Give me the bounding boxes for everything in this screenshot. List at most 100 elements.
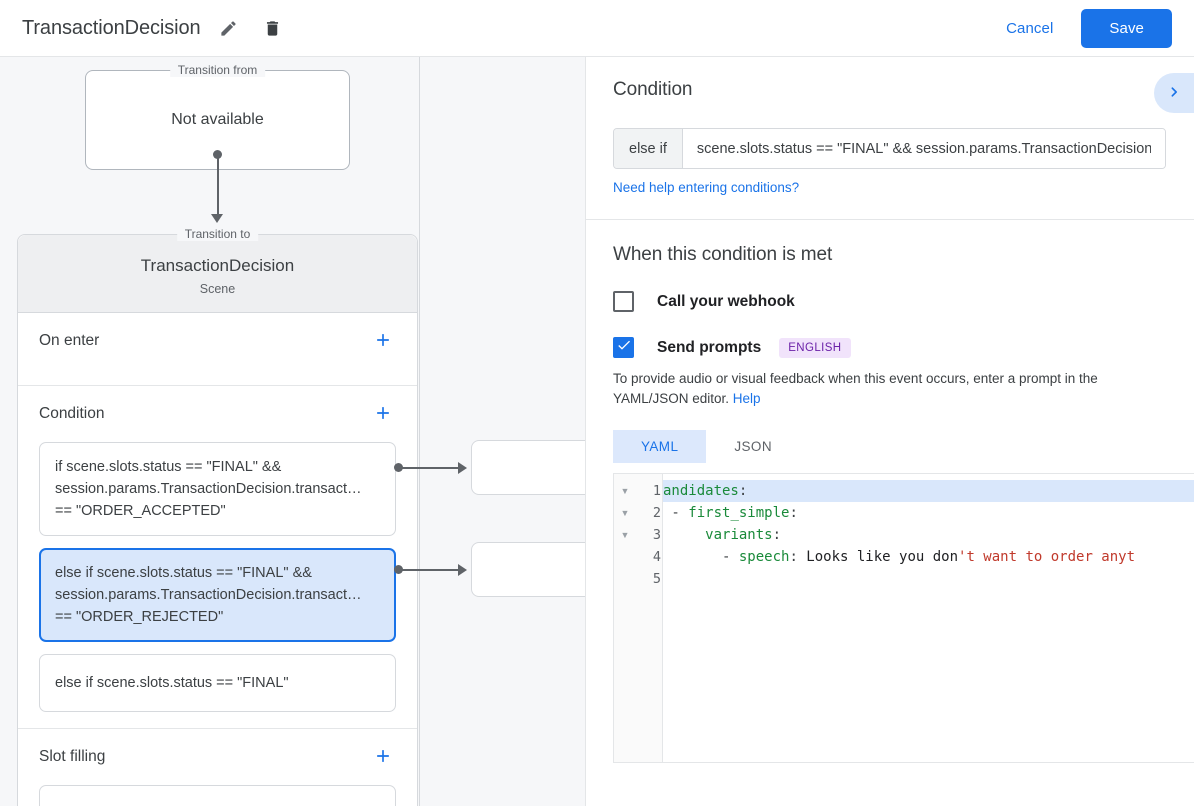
graph-rail-line [419,57,420,806]
code-token: : [789,549,807,565]
add-on-enter-button[interactable] [370,328,396,354]
code-line: - first_simple: [663,502,1194,524]
code-editor[interactable]: ▼ ▼ ▼ 1 2 3 4 5 andidates: - first_simpl… [613,473,1194,763]
when-condition-met-section: When this condition is met Call your web… [586,220,1194,763]
connector-line-condition-2 [398,568,460,571]
collapse-panel-button[interactable] [1154,73,1194,113]
code-token: : [738,483,748,499]
checkmark-icon [616,337,632,358]
code-token: speech [738,549,790,565]
condition-prefix-label: else if [614,129,683,168]
send-prompts-label: Send prompts [657,338,762,356]
page-title: TransactionDecision [22,16,201,39]
section-title-slot-filling: Slot filling [39,748,106,765]
code-token [663,527,705,543]
plus-icon [373,746,393,769]
transition-to-header[interactable]: Transition to TransactionDecision Scene [18,227,417,313]
line-number: 2 [652,505,661,521]
prompt-editor-hint-text: To provide audio or visual feedback when… [613,371,1098,406]
transition-to-legend: Transition to [176,227,259,241]
slot-validation-chip[interactable]: Slot validation [39,785,396,806]
section-header-on-enter: On enter [39,313,396,369]
graph-canvas: Transition from Not available Transition… [0,57,585,806]
pencil-icon [219,19,238,38]
line-number: 3 [652,527,661,543]
code-token: first_simple [688,505,790,521]
code-token: : [789,505,798,521]
target-card-condition-1[interactable] [471,440,585,495]
send-prompts-row[interactable]: Send prompts ENGLISH [613,337,1167,358]
need-help-conditions-link[interactable]: Need help entering conditions? [613,180,800,195]
trash-icon [263,19,282,38]
editor-code-area[interactable]: andidates: - first_simple: variants: - s… [663,474,1194,762]
editor-fold-gutter: ▼ ▼ ▼ [614,474,636,762]
section-header-slot-filling: Slot filling [39,729,396,785]
connector-arrow-condition-2 [458,563,467,576]
condition-details-panel: Condition else if Need help entering con… [585,57,1194,806]
line-number: 4 [652,549,661,565]
connector-line-vertical [216,154,219,216]
fold-spacer [614,568,636,590]
code-token: Looks like you don [806,549,959,565]
delete-button[interactable] [257,12,289,44]
fold-toggle-icon[interactable]: ▼ [620,530,630,540]
scene-name: TransactionDecision [140,256,295,275]
add-condition-button[interactable] [370,401,396,427]
language-badge: ENGLISH [779,337,851,358]
condition-editor-section: Condition else if Need help entering con… [586,57,1194,220]
section-on-enter: On enter [18,313,417,386]
connector-arrow-down [211,214,223,223]
scene-graph-panel: Transition from Not available Transition… [0,57,585,806]
section-slot-filling: Slot filling Slot validation [18,729,417,806]
plus-icon [373,330,393,353]
scene-type: Scene [199,282,236,296]
top-bar: TransactionDecision Cancel Save [0,0,1194,57]
code-token: : [772,527,782,543]
chevron-right-icon [1164,82,1184,105]
section-header-condition: Condition [39,386,396,442]
code-line: variants: [663,524,1194,546]
target-card-condition-2[interactable] [471,542,585,597]
fold-spacer [614,546,636,568]
prompt-editor-help-link[interactable]: Help [732,391,761,406]
cancel-button[interactable]: Cancel [992,11,1067,46]
when-condition-met-title: When this condition is met [613,244,833,265]
condition-input[interactable] [682,129,1165,168]
line-number: 1 [652,483,661,499]
send-prompts-checkbox[interactable] [613,337,634,358]
tab-json[interactable]: JSON [706,430,800,463]
section-condition: Condition if scene.slots.status == "FINA… [18,386,417,729]
section-title-condition: Condition [39,405,105,422]
code-token: variants [705,527,773,543]
connector-line-condition-1 [398,466,460,469]
code-token: - [663,505,689,521]
fold-toggle-icon[interactable]: ▼ [620,508,630,518]
section-title-on-enter: On enter [39,332,100,349]
condition-input-row: else if [613,128,1166,169]
scene-card: Transition to TransactionDecision Scene … [17,227,418,806]
condition-chip-selected[interactable]: else if scene.slots.status == "FINAL" &&… [39,548,396,642]
condition-chip[interactable]: else if scene.slots.status == "FINAL" [39,654,396,712]
fold-toggle-icon[interactable]: ▼ [620,486,630,496]
call-webhook-row[interactable]: Call your webhook [613,291,1167,312]
condition-section-title: Condition [613,79,693,100]
prompt-editor-hint: To provide audio or visual feedback when… [613,369,1167,409]
condition-chip[interactable]: if scene.slots.status == "FINAL" && sess… [39,442,396,536]
editor-format-tabs: YAML JSON [613,430,1167,463]
connector-arrow-condition-1 [458,461,467,474]
code-line: - speech: Looks like you don't want to o… [663,546,1194,568]
transition-from-value: Not available [171,111,264,128]
call-webhook-checkbox[interactable] [613,291,634,312]
code-line: andidates: [663,480,1194,502]
add-slot-filling-button[interactable] [370,744,396,770]
code-token: 't want to order anyt [958,549,1136,565]
code-line [663,568,1194,590]
code-token: andidates [663,483,739,499]
save-button[interactable]: Save [1081,8,1172,48]
call-webhook-label: Call your webhook [657,292,795,310]
tab-yaml[interactable]: YAML [613,430,707,463]
edit-name-button[interactable] [213,12,245,44]
transition-from-legend: Transition from [169,63,266,77]
plus-icon [373,403,393,426]
